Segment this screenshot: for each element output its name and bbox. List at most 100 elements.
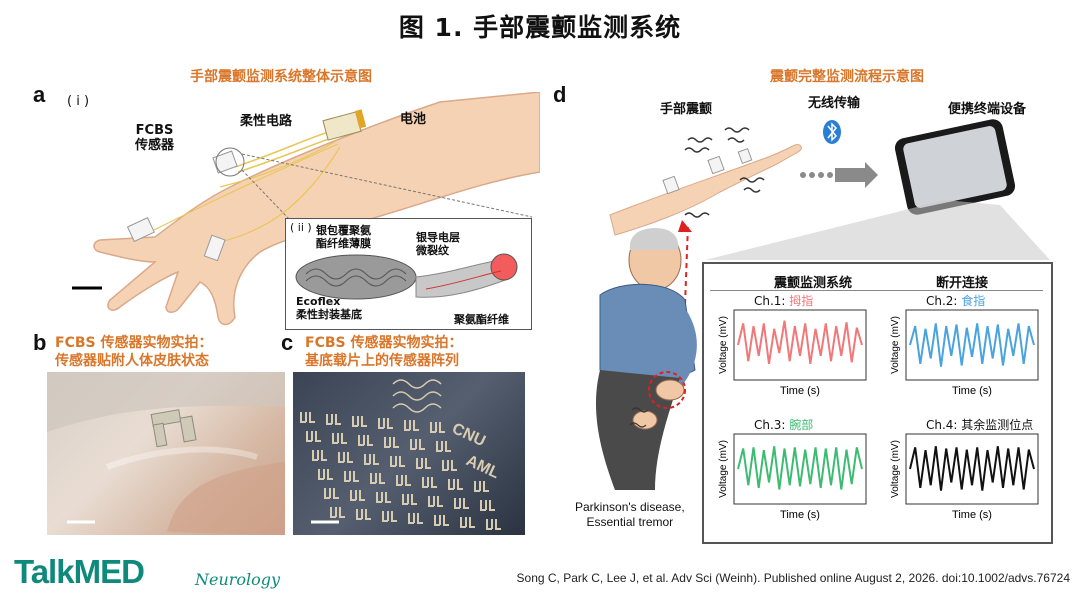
array-sensor-37 [460, 517, 475, 528]
chart-2-xlabel: Time (s) [952, 385, 992, 397]
array-sensor-22 [422, 477, 437, 488]
patient-caption-1: Parkinson's disease, [575, 500, 685, 514]
bluetooth-icon [823, 120, 841, 144]
patient-figure [595, 228, 697, 490]
inset-ecoflex-label: Ecoflex 柔性封装基底 [296, 295, 362, 321]
array-sensor-13 [338, 452, 353, 463]
panel-c-heading-1: FCBS 传感器实物实拍： [305, 335, 463, 351]
chart-1-ylabel: Voltage (mV) [718, 316, 729, 374]
inset-ii-box: ( ii ) 银包覆聚氨 酯纤维薄膜 银导电层 微裂纹 Ecoflex 柔性封装… [285, 218, 532, 330]
inset-ecoflex-line-2: 柔性封装基底 [296, 308, 362, 321]
panel-a-letter: a [33, 82, 46, 107]
array-sensor-16 [416, 458, 431, 469]
chart-3-series-line [737, 446, 863, 490]
chart-2-ylabel: Voltage (mV) [890, 316, 901, 374]
chart-2-title: Ch.2: 食指 [926, 293, 985, 308]
talkmed-logo: TalkMED [14, 553, 145, 590]
phone-device [894, 119, 1016, 215]
array-sensor-25 [324, 488, 339, 499]
charts-area: Ch.1: 拇指 Time (s) Voltage (mV) Ch.2: 食指 Time… [718, 293, 1039, 521]
array-sensor-2 [352, 416, 367, 427]
patient-caption: Parkinson's disease, Essential tremor [575, 500, 685, 530]
photo-sensor-array: CNU AML [293, 372, 525, 535]
array-sensor-0 [300, 412, 315, 423]
chart-1-title: Ch.1: 拇指 [754, 293, 813, 308]
col-header-monitor: 震颤监测系统 [774, 276, 853, 291]
inset-fiber-label: 聚氨酯纤维 [454, 313, 509, 326]
patient-caption-2: Essential tremor [586, 515, 674, 529]
inset-electrode-line-1: 银导电层 [416, 231, 460, 244]
process-illustration [595, 119, 1050, 490]
header-divider [710, 290, 1043, 291]
chart-1-frame [733, 309, 867, 381]
chart-3-xlabel: Time (s) [780, 509, 820, 521]
array-sensor-6 [306, 431, 321, 442]
transfer-arrow [800, 162, 878, 188]
array-sensor-9 [384, 437, 399, 448]
chart-4-ylabel: Voltage (mV) [890, 440, 901, 498]
array-sensor-36 [434, 515, 449, 526]
chart-4-xlabel: Time (s) [952, 509, 992, 521]
array-sensor-21 [396, 475, 411, 486]
neurology-subtitle: Neurology [195, 570, 281, 589]
panel-c-heading: FCBS 传感器实物实拍： 基底载片上的传感器阵列 [305, 334, 462, 370]
arm-illustration [72, 92, 540, 326]
panel-a-heading: 手部震颤监测系统整体示意图 [190, 69, 372, 85]
chart-3-ylabel: Voltage (mV) [718, 440, 729, 498]
panel-a-sub-i: ( i ) [67, 94, 90, 109]
array-sensor-30 [454, 498, 469, 509]
array-sensor-11 [436, 441, 451, 452]
array-marking-2: AML [463, 452, 502, 482]
array-sensor-24 [474, 481, 489, 492]
array-sensor-17 [442, 460, 457, 471]
chart-3-frame [733, 433, 867, 505]
step-tremor: 手部震颤 [660, 102, 713, 117]
array-sensor-28 [402, 494, 417, 505]
array-sensor-34 [382, 511, 397, 522]
photo-skin-sensor [47, 372, 285, 535]
panel-b-letter: b [33, 330, 47, 355]
sensor-patch-main [212, 150, 238, 174]
panel-c-letter: c [281, 330, 294, 355]
figure-title: 图 1. 手部震颤监测系统 [398, 13, 682, 42]
inset-electrode-label: 银导电层 微裂纹 [416, 231, 460, 257]
chart-4-title: Ch.4: 其余监测位点 [926, 417, 1033, 432]
step-device: 便携终端设备 [948, 102, 1027, 117]
label-battery: 电池 [400, 112, 427, 127]
chart-3-title: Ch.3: 腕部 [754, 417, 813, 432]
panel-b-heading: FCBS 传感器实物实拍： 传感器贴附人体皮肤状态 [55, 334, 212, 370]
array-sensor-12 [312, 450, 327, 461]
panel-d-letter: d [553, 82, 567, 107]
array-sensor-5 [430, 422, 445, 433]
array-sensor-33 [356, 509, 371, 520]
array-sensor-1 [326, 414, 341, 425]
chart-2-series-line [909, 323, 1035, 367]
inset-ii-label: ( ii ) [290, 221, 312, 234]
array-sensor-18 [318, 469, 333, 480]
array-sensor-20 [370, 473, 385, 484]
inset-film-line-1: 银包覆聚氨 [316, 224, 371, 237]
array-marking-1: CNU [449, 420, 488, 450]
panel-b-heading-1: FCBS 传感器实物实拍： [55, 335, 213, 351]
chart-4-series-line [909, 446, 1035, 491]
forearm-shape [609, 144, 802, 236]
array-sensor-4 [404, 420, 419, 431]
chart-1-xlabel: Time (s) [780, 385, 820, 397]
battery-module [322, 109, 367, 141]
array-sensor-35 [408, 513, 423, 524]
citation-text: Song C, Park C, Lee J, et al. Adv Sci (W… [516, 571, 1070, 585]
label-fcbs: FCBS [135, 123, 174, 138]
label-fcbs-sensor: FCBS 传感器 [135, 123, 174, 153]
array-sensor-19 [344, 471, 359, 482]
sensor-on-skin [150, 409, 182, 427]
array-sensor-14 [364, 454, 379, 465]
array-sensor-32 [330, 507, 345, 518]
array-sensor-10 [410, 439, 425, 450]
array-sensor-27 [376, 492, 391, 503]
array-sensor-38 [486, 519, 501, 530]
array-sensor-26 [350, 490, 365, 501]
inset-ecoflex-line-1: Ecoflex [296, 295, 341, 308]
inset-film-line-2: 酯纤维薄膜 [316, 237, 371, 250]
panel-d-heading: 震颤完整监测流程示意图 [770, 69, 924, 85]
